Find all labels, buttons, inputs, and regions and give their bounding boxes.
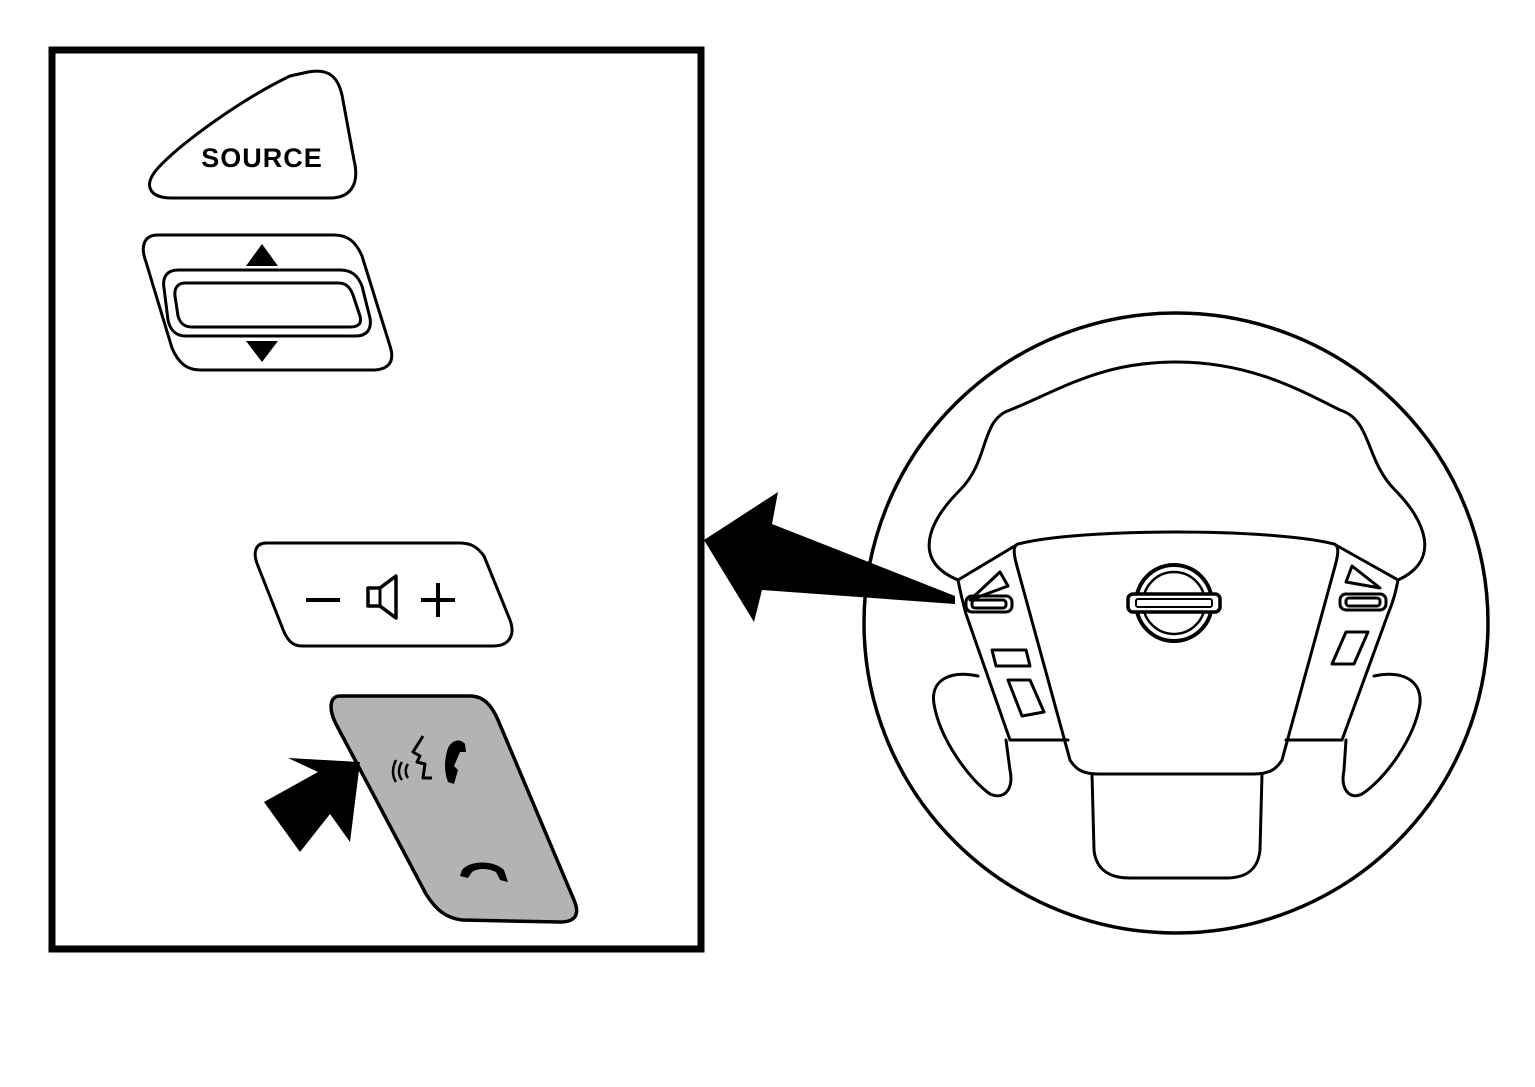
volume-button[interactable] (253, 541, 514, 648)
tuning-switch[interactable] (141, 233, 394, 372)
source-label: SOURCE (201, 143, 323, 173)
wheel-pointer-arrow (704, 492, 955, 622)
phone-hangup-icon (460, 862, 508, 882)
plus-icon (421, 583, 455, 617)
talk-phone-icon (391, 735, 466, 784)
arrow-icon (264, 758, 360, 852)
source-button[interactable]: SOURCE (148, 69, 358, 200)
nissan-logo-icon (1126, 563, 1222, 643)
steering-wheel (862, 311, 1490, 935)
talk-phone-button[interactable] (329, 694, 579, 924)
arrow-icon (704, 492, 955, 622)
up-down-arrow-icon (246, 244, 278, 362)
detail-panel (48, 46, 705, 953)
speaker-icon (366, 574, 398, 620)
talk-pointer-arrow (264, 758, 360, 852)
